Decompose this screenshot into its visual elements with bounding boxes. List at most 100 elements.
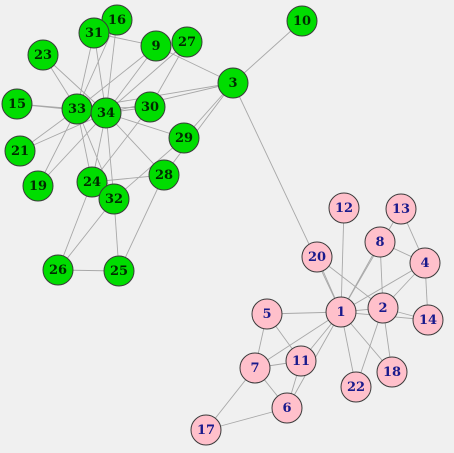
node-circle bbox=[1, 88, 33, 120]
edge-27-34 bbox=[105, 41, 188, 114]
node-30[interactable]: 30 bbox=[134, 91, 166, 123]
node-circle bbox=[90, 97, 122, 129]
node-12[interactable]: 12 bbox=[328, 192, 360, 224]
node-label: 30 bbox=[141, 100, 159, 115]
node-9[interactable]: 9 bbox=[140, 30, 172, 62]
edge-16-33 bbox=[76, 19, 118, 110]
node-circle bbox=[98, 183, 130, 215]
node-31[interactable]: 31 bbox=[78, 17, 110, 49]
node-25[interactable]: 25 bbox=[103, 255, 135, 287]
node-circle bbox=[340, 371, 372, 403]
node-15[interactable]: 15 bbox=[1, 88, 33, 120]
node-label: 25 bbox=[110, 264, 128, 279]
node-32[interactable]: 32 bbox=[98, 183, 130, 215]
node-circle bbox=[239, 352, 271, 384]
node-28[interactable]: 28 bbox=[148, 159, 180, 191]
node-label: 18 bbox=[383, 365, 401, 380]
node-label: 32 bbox=[105, 192, 123, 207]
node-26[interactable]: 26 bbox=[42, 254, 74, 286]
node-10[interactable]: 10 bbox=[286, 5, 318, 37]
edge-32-33 bbox=[76, 108, 115, 200]
node-circle bbox=[367, 292, 399, 324]
node-circle bbox=[168, 122, 200, 154]
node-7[interactable]: 7 bbox=[239, 352, 271, 384]
node-21[interactable]: 21 bbox=[4, 135, 36, 167]
node-5[interactable]: 5 bbox=[251, 298, 283, 330]
node-22[interactable]: 22 bbox=[340, 371, 372, 403]
node-circle bbox=[385, 193, 417, 225]
node-17[interactable]: 17 bbox=[190, 414, 222, 446]
node-16[interactable]: 16 bbox=[101, 4, 133, 36]
node-label: 3 bbox=[228, 76, 237, 91]
node-label: 17 bbox=[197, 423, 215, 438]
node-circle bbox=[271, 392, 303, 424]
node-24[interactable]: 24 bbox=[76, 166, 108, 198]
node-4[interactable]: 4 bbox=[409, 247, 441, 279]
node-circle bbox=[134, 91, 166, 123]
node-label: 23 bbox=[34, 48, 52, 63]
node-29[interactable]: 29 bbox=[168, 122, 200, 154]
edge-1-12 bbox=[340, 207, 345, 313]
node-circle bbox=[325, 296, 357, 328]
node-label: 15 bbox=[8, 97, 26, 112]
edge-19-34 bbox=[37, 112, 107, 187]
node-circle bbox=[328, 192, 360, 224]
node-label: 5 bbox=[262, 307, 271, 322]
node-label: 22 bbox=[347, 380, 365, 395]
node-label: 28 bbox=[155, 168, 173, 183]
node-circle bbox=[301, 241, 333, 273]
node-2[interactable]: 2 bbox=[367, 292, 399, 324]
node-circle bbox=[42, 254, 74, 286]
node-6[interactable]: 6 bbox=[271, 392, 303, 424]
node-11[interactable]: 11 bbox=[285, 345, 317, 377]
node-label: 13 bbox=[392, 202, 410, 217]
node-circle bbox=[78, 17, 110, 49]
node-1[interactable]: 1 bbox=[325, 296, 357, 328]
node-circle bbox=[412, 304, 444, 336]
node-label: 34 bbox=[97, 106, 115, 121]
node-23[interactable]: 23 bbox=[27, 39, 59, 71]
node-circle bbox=[103, 255, 135, 287]
node-19[interactable]: 19 bbox=[22, 170, 54, 202]
node-13[interactable]: 13 bbox=[385, 193, 417, 225]
node-18[interactable]: 18 bbox=[376, 356, 408, 388]
node-circle bbox=[409, 247, 441, 279]
edge-24-26 bbox=[57, 181, 93, 271]
node-circle bbox=[171, 26, 203, 58]
node-label: 19 bbox=[29, 179, 47, 194]
edge-21-34 bbox=[19, 112, 107, 152]
node-3[interactable]: 3 bbox=[217, 67, 249, 99]
edge-1-3 bbox=[232, 82, 342, 313]
node-circle bbox=[22, 170, 54, 202]
edge-1-4 bbox=[340, 262, 426, 313]
node-circle bbox=[285, 345, 317, 377]
node-label: 7 bbox=[250, 361, 259, 376]
node-14[interactable]: 14 bbox=[412, 304, 444, 336]
node-circle bbox=[140, 30, 172, 62]
node-label: 29 bbox=[175, 131, 193, 146]
node-label: 14 bbox=[419, 313, 437, 328]
node-circle bbox=[217, 67, 249, 99]
node-34[interactable]: 34 bbox=[90, 97, 122, 129]
edge-25-28 bbox=[118, 174, 165, 272]
node-label: 1 bbox=[336, 305, 345, 320]
node-circle bbox=[4, 135, 36, 167]
node-8[interactable]: 8 bbox=[364, 226, 396, 258]
node-20[interactable]: 20 bbox=[301, 241, 333, 273]
node-33[interactable]: 33 bbox=[61, 93, 93, 125]
node-label: 10 bbox=[293, 14, 311, 29]
node-circle bbox=[286, 5, 318, 37]
node-label: 21 bbox=[11, 144, 29, 159]
node-27[interactable]: 27 bbox=[171, 26, 203, 58]
edge-3-28 bbox=[163, 82, 234, 176]
node-label: 26 bbox=[49, 263, 67, 278]
node-label: 4 bbox=[420, 256, 429, 271]
node-label: 20 bbox=[308, 250, 326, 265]
node-circle bbox=[190, 414, 222, 446]
node-label: 24 bbox=[83, 175, 101, 190]
node-label: 12 bbox=[335, 201, 353, 216]
node-label: 9 bbox=[151, 39, 160, 54]
node-circle bbox=[376, 356, 408, 388]
